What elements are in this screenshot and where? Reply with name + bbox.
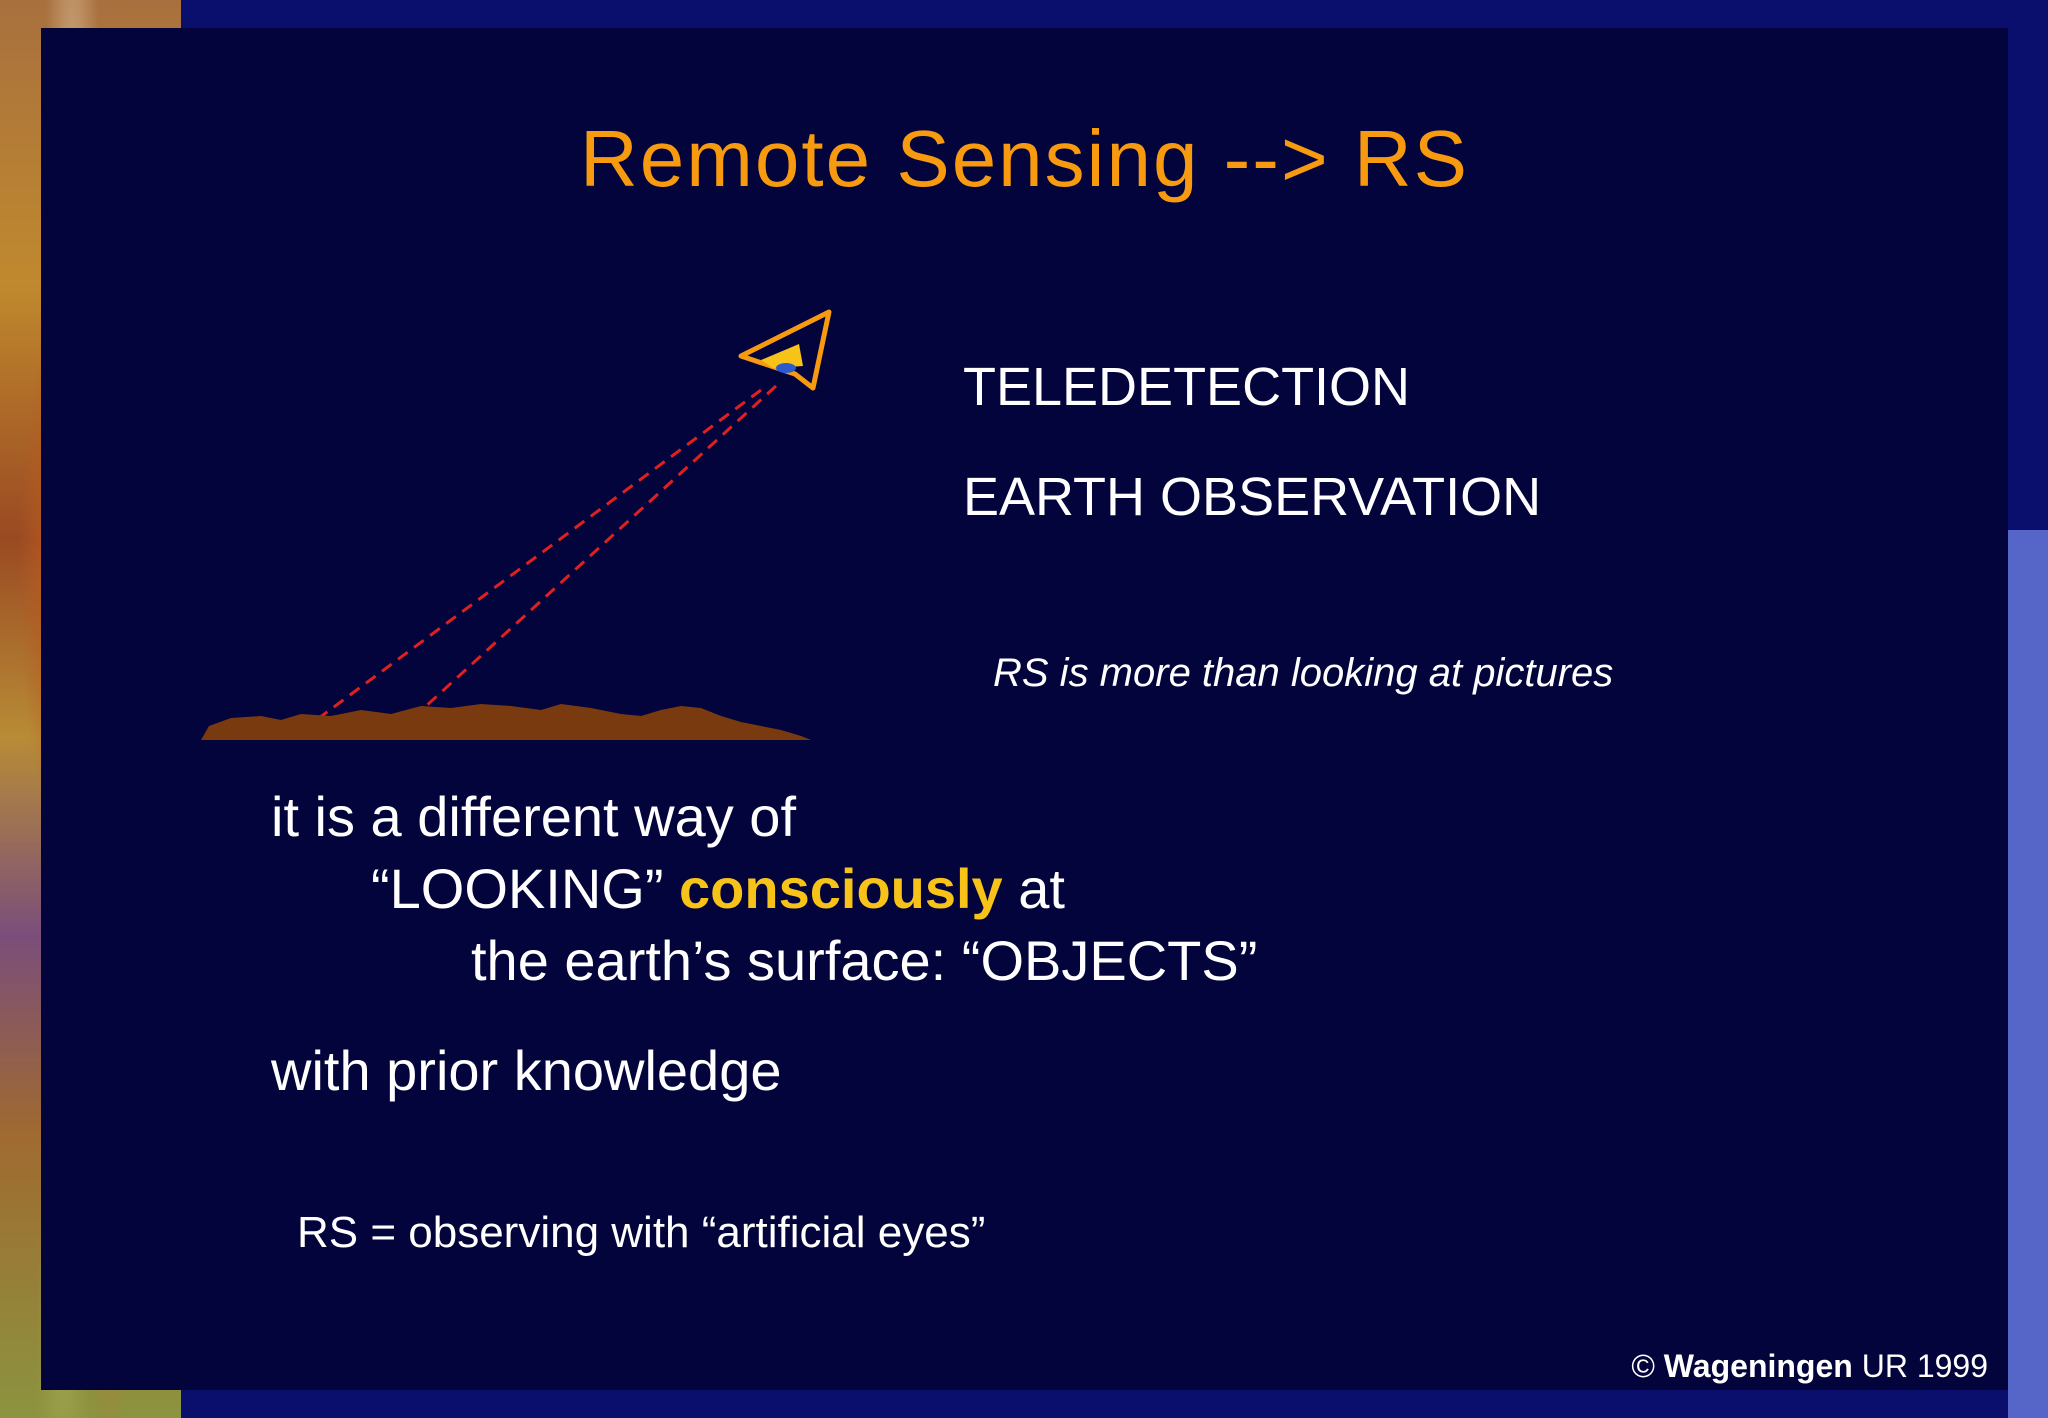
body-line-earth-surface: the earth’s surface: “OBJECTS” (471, 929, 1258, 992)
rs-definition: RS = observing with “artificial eyes” (297, 1208, 986, 1257)
looking-text: “LOOKING” (371, 857, 680, 920)
satellite-icon (738, 309, 832, 391)
slide-title: Remote Sensing --> RS (579, 114, 1470, 203)
terrain-icon (201, 704, 811, 740)
note-more-than-pictures: RS is more than looking at pictures (993, 651, 1614, 695)
copyright-brand: Wageningen (1663, 1348, 1853, 1384)
at-text: at (1002, 857, 1065, 920)
body-line-different-way: it is a different way of (271, 785, 796, 848)
copyright-symbol: © (1631, 1348, 1664, 1384)
copyright-notice: © Wageningen UR 1999 (1631, 1348, 1988, 1385)
term-earth-observation: EARTH OBSERVATION (963, 467, 1542, 527)
body-line-looking: “LOOKING” consciously at (371, 856, 1065, 921)
term-teledetection: TELEDETECTION (963, 357, 1411, 417)
sensing-beam-left (318, 388, 762, 720)
right-strip-dark (2008, 0, 2048, 530)
consciously-emphasis: consciously (679, 857, 1003, 920)
copyright-year: UR 1999 (1852, 1348, 1988, 1384)
body-line-prior-knowledge: with prior knowledge (271, 1039, 782, 1102)
sensing-beam-right (411, 384, 778, 720)
right-decorative-strip (2008, 530, 2048, 1418)
remote-sensing-illustration (201, 309, 832, 740)
slide-panel: Remote Sensing --> RS TELEDETECTION EART… (41, 28, 2008, 1390)
